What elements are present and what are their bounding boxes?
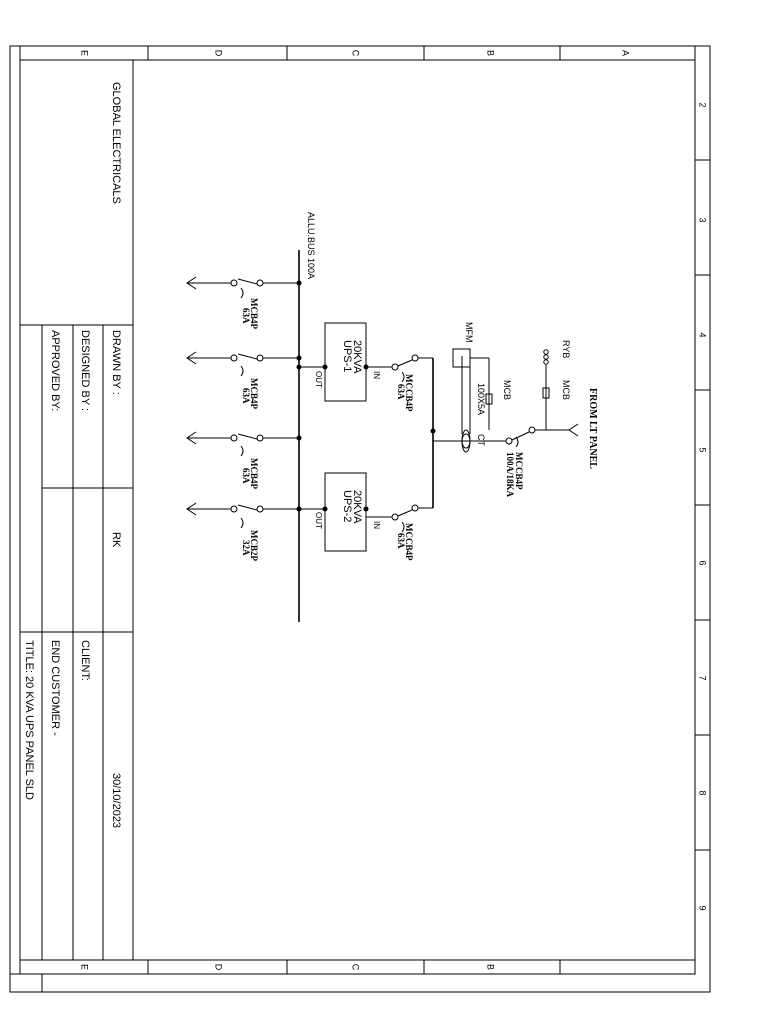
company-name: GLOBAL ELECTRICALS bbox=[110, 82, 122, 204]
indicator-mcb-label: MCB bbox=[561, 380, 571, 400]
client-label: CLIENT: bbox=[79, 640, 91, 681]
zone-row-label: 9 bbox=[698, 905, 708, 910]
zone-col-label: E bbox=[80, 964, 90, 970]
zone-row-label: 4 bbox=[698, 332, 708, 337]
ups1-rating: 20KVA bbox=[351, 340, 363, 374]
designed-by-label: DESIGNED BY : bbox=[79, 330, 91, 411]
mfm-label: MFM bbox=[464, 322, 474, 343]
indicator-mcb bbox=[542, 387, 550, 399]
feeder-breaker-rating: 63A bbox=[241, 468, 251, 484]
outgoing-feeder: MCB2P 32A bbox=[186, 502, 299, 561]
date-value: 30/10/2023 bbox=[110, 773, 122, 828]
zone-col-label: A bbox=[621, 50, 631, 56]
zone-col-label: B bbox=[486, 964, 496, 970]
ups1-out-label: OUT bbox=[314, 371, 323, 388]
outgoing-feeder: MCB4P 63A bbox=[186, 431, 299, 489]
feeder-arrow-icon bbox=[186, 502, 197, 516]
feeder-arrow-icon bbox=[186, 431, 197, 445]
ct-ratio: 100X5A bbox=[476, 383, 486, 415]
ups2-rating: 20KVA bbox=[351, 490, 363, 524]
sld-diagram: FROM LT PANEL MCCB4P 100A/18KA RYB MCB C… bbox=[186, 212, 598, 622]
feeder-breaker-label: MCB4P bbox=[249, 458, 259, 489]
drawing-title: TITLE: 20 KVA UPS PANEL SLD bbox=[23, 640, 35, 800]
meter-mcb-label: MCB bbox=[502, 380, 512, 400]
feeder-breaker-label: MCB4P bbox=[249, 378, 259, 409]
zone-row-label: 7 bbox=[698, 675, 708, 680]
zone-row-label: 6 bbox=[698, 560, 708, 565]
meter-mcb bbox=[485, 393, 493, 405]
outgoing-feeder: MCB4P 63A bbox=[186, 276, 299, 329]
ups2-breaker-rating: 63A bbox=[396, 533, 406, 549]
ups1-breaker-label: MCCB4P bbox=[404, 374, 414, 412]
source-label: FROM LT PANEL bbox=[587, 388, 598, 469]
feeder-breaker-label: MCB4P bbox=[249, 298, 259, 329]
feeder-arrow-icon bbox=[186, 351, 197, 365]
ct-label: CT bbox=[476, 434, 486, 446]
zone-row-label: 8 bbox=[698, 790, 708, 795]
end-customer-label: END CUSTOMER - bbox=[49, 640, 61, 736]
zone-col-label: C bbox=[351, 50, 361, 57]
feeder-breaker-label: MCB2P bbox=[249, 530, 259, 561]
ups2-in-label: IN bbox=[372, 521, 381, 529]
bus-label: ALLU.BUS 100A bbox=[306, 212, 316, 279]
ups1-in-label: IN bbox=[372, 371, 381, 379]
feeder-breaker-rating: 63A bbox=[241, 388, 251, 404]
drawing-frame bbox=[9, 45, 711, 993]
indicator-lamp-r bbox=[543, 349, 549, 355]
zone-col-label: D bbox=[214, 50, 224, 57]
ups1-breaker-rating: 63A bbox=[396, 384, 406, 400]
zone-col-label: C bbox=[351, 964, 361, 971]
ups2-name: UPS-2 bbox=[341, 490, 353, 522]
zone-row-label: 3 bbox=[698, 217, 708, 222]
incomer-breaker-rating: 100A/18KA bbox=[505, 452, 515, 498]
outgoing-feeder: MCB4P 63A bbox=[186, 351, 299, 409]
source-arrow-icon bbox=[568, 423, 579, 437]
incomer-breaker-label: MCCB4P bbox=[514, 452, 524, 490]
ups1-name: UPS-1 bbox=[341, 340, 353, 372]
incomer-breaker-contact bbox=[511, 431, 530, 441]
ups2-breaker-label: MCCB4P bbox=[404, 523, 414, 561]
zone-row-label: 5 bbox=[698, 447, 708, 452]
title-block: GLOBAL ELECTRICALS DRAWN BY : RK DESIGNE… bbox=[20, 60, 134, 960]
ups2-box bbox=[324, 472, 367, 552]
drawn-by-label: DRAWN BY : bbox=[110, 330, 122, 395]
zone-col-label: E bbox=[80, 50, 90, 56]
indicator-lamp-y bbox=[543, 354, 549, 360]
feeder-breaker-rating: 32A bbox=[241, 540, 251, 556]
zone-labels: A B C D E B C D E 2 3 4 5 6 7 8 9 bbox=[80, 50, 708, 971]
feeder-breaker-rating: 63A bbox=[241, 308, 251, 324]
zone-row-label: 2 bbox=[698, 102, 708, 107]
ups1-box bbox=[324, 322, 367, 402]
indicator-lamp-b bbox=[543, 359, 549, 365]
feeder-arrow-icon bbox=[186, 276, 197, 290]
drawn-by-value: RK bbox=[110, 532, 122, 548]
zone-col-label: D bbox=[214, 964, 224, 971]
approved-by-label: APPROVED BY: bbox=[49, 330, 61, 411]
ups2-out-label: OUT bbox=[314, 512, 323, 529]
phase-label: RYB bbox=[561, 340, 571, 358]
zone-col-label: B bbox=[486, 50, 496, 56]
